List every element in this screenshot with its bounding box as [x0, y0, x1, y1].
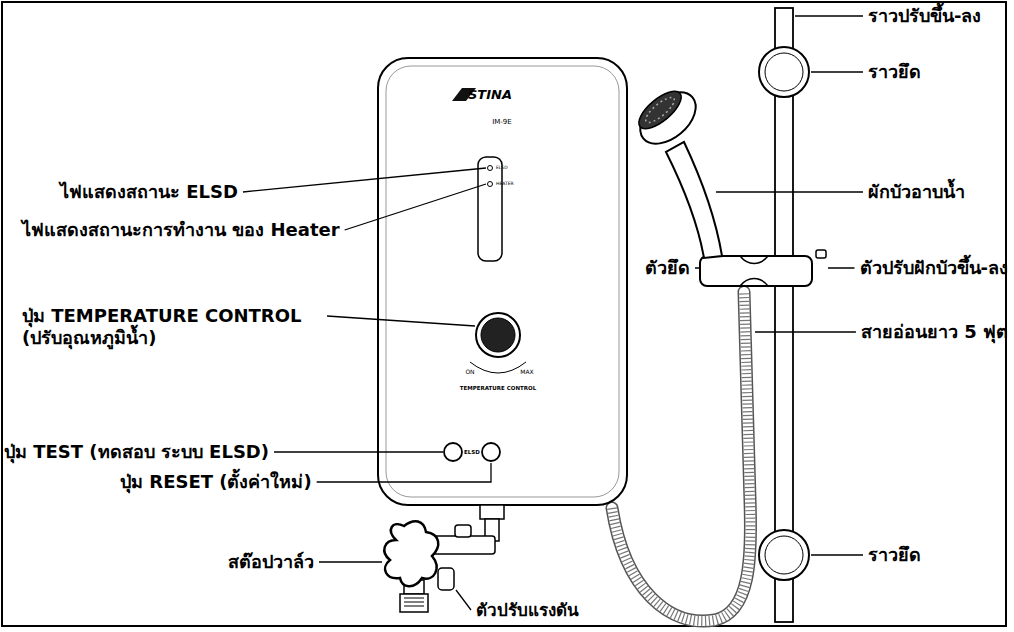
part-label: สต๊อปวาล์ว — [228, 551, 314, 573]
leader-line — [716, 191, 863, 192]
leader-line — [317, 463, 491, 482]
heater-led — [488, 182, 493, 187]
part-label: ปุ่ม TEST (ทดสอบ ระบบ ELSD) — [4, 441, 269, 463]
valve-handle — [384, 521, 438, 586]
printed-marking: STINA — [468, 87, 512, 103]
part-label: ตัวปรับฝักบัวขึ้น-ลง — [860, 257, 1008, 279]
part-label: ไฟแสดงสถานะ ELSD — [60, 181, 238, 203]
test-button — [444, 443, 462, 461]
leader-line — [755, 331, 856, 332]
part-label: ราวยึด — [868, 544, 921, 566]
leader-line — [695, 267, 700, 268]
leader-line — [319, 561, 382, 562]
shower-head — [631, 82, 722, 258]
leader-line — [345, 184, 486, 230]
reset-button — [482, 443, 500, 461]
pressure-adjuster — [438, 568, 454, 590]
part-label: ผักบัวอาบน้ำ — [868, 181, 965, 203]
printed-marking: IM-9E — [492, 118, 512, 126]
part-label: สายอ่อนยาว 5 ฟุต — [861, 321, 1008, 343]
part-label: ราวยึด — [868, 61, 921, 83]
leader-line — [274, 451, 443, 452]
temperature-knob — [476, 313, 520, 357]
elsd-led — [488, 166, 493, 171]
temperature-knob-cap — [481, 318, 515, 352]
rail-bracket — [759, 530, 809, 580]
printed-marking: ELSD — [464, 449, 480, 456]
leader-line — [243, 168, 486, 192]
part-label: ตัวยึด — [645, 257, 690, 279]
shower-hose — [612, 292, 751, 621]
rail-bracket-ring — [765, 53, 803, 91]
printed-marking: ELSD — [496, 165, 508, 170]
leader-line — [828, 267, 855, 268]
leader-line — [327, 316, 475, 326]
heater-body — [378, 58, 627, 505]
rail-bracket — [759, 47, 809, 97]
printed-marking: ON — [465, 368, 474, 375]
frame — [2, 2, 1006, 626]
leader-line — [795, 15, 863, 16]
leader-line — [811, 71, 863, 72]
part-label: ปุ่ม RESET (ตั้งค่าใหม่) — [120, 471, 312, 493]
part-label: ไฟแสดงสถานะการทำงาน ของ Heater — [22, 219, 340, 241]
printed-marking: HEATER — [496, 181, 514, 186]
printed-marking: TEMPERATURE CONTROL — [460, 385, 536, 392]
leader-line — [456, 590, 471, 610]
part-label: ปุ่ม TEMPERATURE CONTROL (ปรับอุณหภูมิน้… — [22, 305, 322, 348]
part-label: ราวปรับขึ้น-ลง — [868, 5, 981, 27]
printed-marking: MAX — [520, 368, 533, 375]
part-label: ตัวปรับแรงดัน — [476, 600, 579, 620]
knob-scale — [470, 362, 526, 373]
rail-bracket-ring — [765, 536, 803, 574]
leader-line — [811, 554, 863, 555]
indicator-window — [478, 157, 502, 261]
stop-valve — [384, 505, 504, 612]
